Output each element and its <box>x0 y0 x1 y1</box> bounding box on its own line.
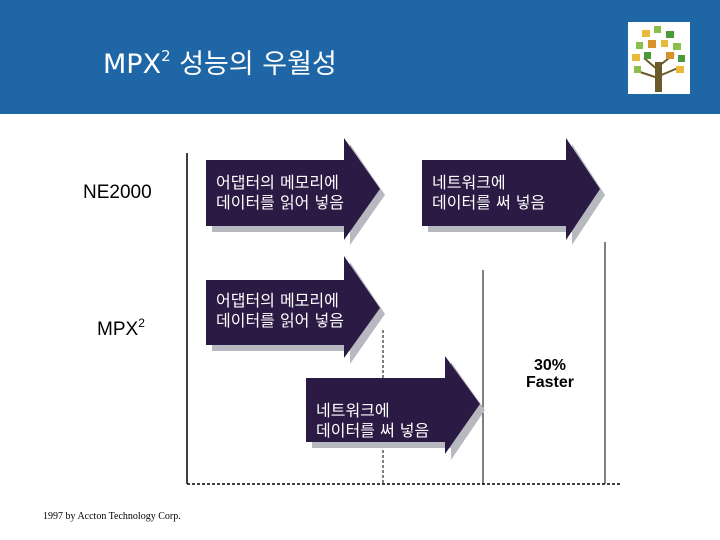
arrow-mpx-read: 어댑터의 메모리에 데이터를 읽어 넣음 <box>206 256 385 364</box>
speedup-percent: 30% <box>533 357 567 374</box>
arrow-2-line-1: 네트워크에 <box>432 173 506 192</box>
tree-logo <box>628 22 690 94</box>
arrow-4-line-2: 데이터를 써 넣음 <box>316 421 429 440</box>
tree-logo-icon <box>632 26 685 92</box>
row-label-ne2000: NE2000 <box>83 182 152 203</box>
arrow-ne2000-read: 어댑터의 메모리에 데이터를 읽어 넣음 <box>206 138 385 245</box>
speedup-callout: 30% Faster <box>515 357 585 391</box>
arrow-4-line-1: 네트워크에 <box>316 401 390 420</box>
row-label-mpx2: MPX2 <box>97 316 145 340</box>
speedup-label: Faster <box>525 374 575 391</box>
header-bar: MPX2 성능의 우월성 <box>0 0 720 114</box>
arrow-ne2000-write: 네트워크에 데이터를 써 넣음 <box>422 138 605 245</box>
arrow-1-line-2: 데이터를 읽어 넣음 <box>216 193 344 212</box>
slide-title: MPX2 성능의 우월성 <box>103 47 337 80</box>
arrow-2-line-2: 데이터를 써 넣음 <box>432 193 545 212</box>
arrow-3-line-1: 어댑터의 메모리에 <box>216 291 339 310</box>
copyright-footer: 1997 by Accton Technology Corp. <box>43 511 181 522</box>
arrow-3-line-2: 데이터를 읽어 넣음 <box>216 311 344 330</box>
arrow-1-line-1: 어댑터의 메모리에 <box>216 173 339 192</box>
arrow-mpx-write: 네트워크에 데이터를 써 넣음 <box>306 356 485 460</box>
